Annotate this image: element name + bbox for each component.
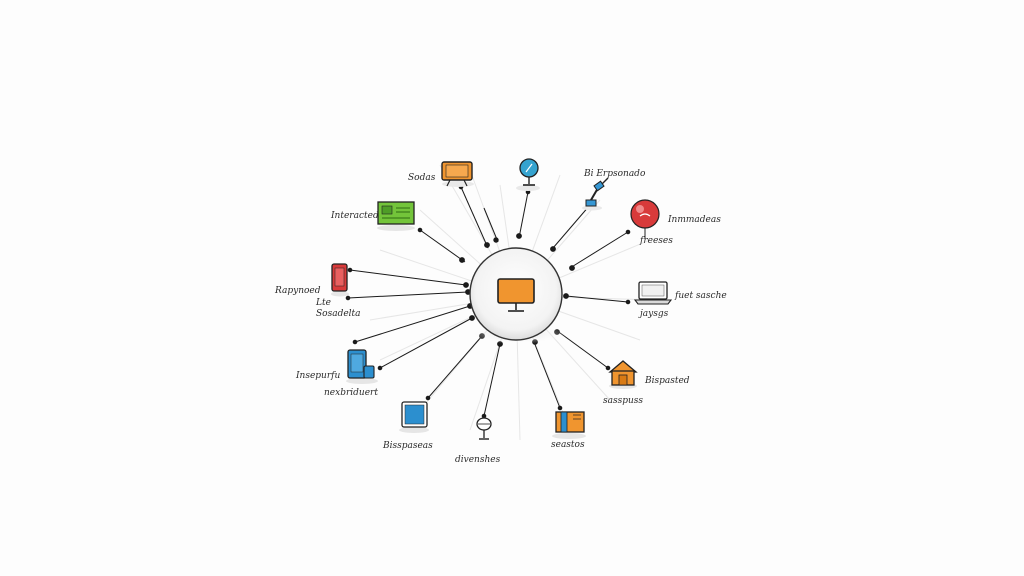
- connector-tv: [458, 184, 490, 249]
- label-laptop-2: jaysgs: [638, 309, 669, 319]
- label-tv: Sodas: [408, 173, 436, 183]
- connector-devices-b: [377, 315, 475, 371]
- node-icons: [331, 158, 673, 440]
- connector-phone-b: [345, 289, 471, 301]
- label-phone-3: Sosadelta: [316, 309, 361, 319]
- connector-devices-a: [352, 303, 473, 345]
- label-house-1: Bispasted: [644, 376, 690, 386]
- label-house-2: sasspuss: [603, 396, 643, 406]
- label-devices-2: nexbriduert: [324, 388, 378, 398]
- connector-balloon: [569, 229, 631, 271]
- hub: [468, 247, 568, 344]
- label-microphone: divenshes: [455, 455, 501, 465]
- connector-phone-a: [347, 267, 469, 288]
- label-devices-1: Insepurfu: [295, 371, 340, 381]
- connector-lamp: [516, 189, 531, 239]
- labels: Sodas Bi Erpsonado Interacted Inmmadeas …: [274, 169, 727, 465]
- label-balloon-1: Inmmadeas: [667, 215, 721, 225]
- label-laptop-1: fuet sasche: [674, 291, 727, 301]
- label-tablet: Bisspaseas: [382, 441, 433, 451]
- house-icon: [608, 360, 638, 389]
- connector-laptop: [563, 293, 631, 305]
- connector-tablet: [425, 333, 485, 401]
- connectors: [345, 184, 631, 419]
- monitor-icon: [497, 278, 535, 312]
- label-phone-2: Lte: [315, 298, 331, 308]
- devices-icon: [346, 349, 378, 384]
- phone-icon: [331, 263, 349, 297]
- balloon-icon: [630, 199, 660, 238]
- robot-arm-icon: [582, 177, 609, 211]
- connector-microphone: [481, 341, 503, 419]
- connector-router: [417, 227, 466, 263]
- connector-extra: [483, 207, 499, 243]
- label-router: Interacted: [330, 211, 379, 221]
- connector-robot-arm: [550, 202, 593, 252]
- book-icon: [552, 411, 586, 439]
- microphone-icon: [476, 417, 492, 440]
- lamp-icon: [516, 158, 540, 191]
- label-robot-arm: Bi Erpsonado: [583, 169, 646, 179]
- tv-icon: [441, 161, 474, 187]
- label-balloon-2: freeses: [639, 236, 673, 246]
- label-book: seastos: [551, 440, 585, 450]
- laptop-icon: [633, 281, 673, 305]
- router-icon: [377, 201, 415, 231]
- label-phone-1: Rapynoed: [274, 286, 321, 296]
- tablet-icon: [399, 401, 429, 433]
